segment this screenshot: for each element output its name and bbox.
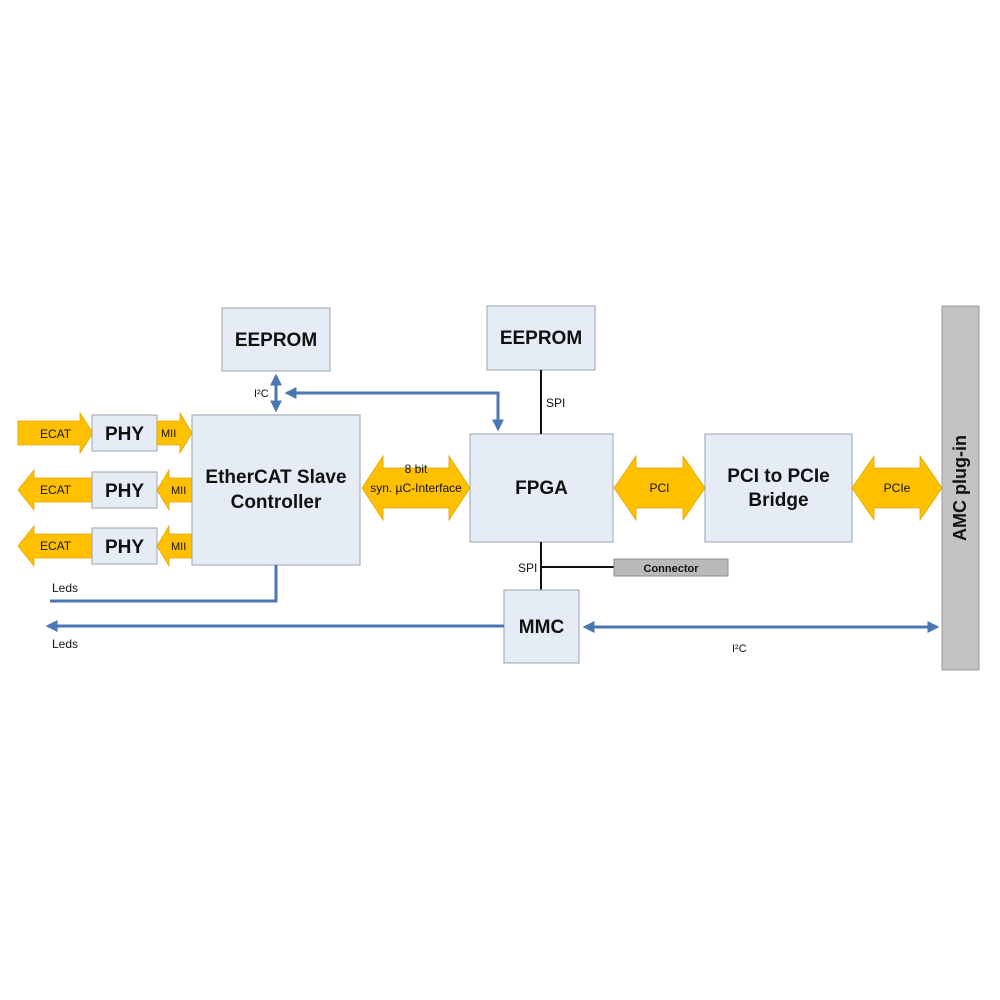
leds-line-1: [50, 565, 278, 603]
pci-to-pcie-bridge-block: PCI to PCIe Bridge: [704, 433, 853, 543]
bridge-label-line1: PCI to PCIe: [727, 466, 829, 487]
uc-interface-bus-arrow: 8 bit syn. µC-Interface: [361, 454, 471, 522]
eeprom-left-label: EEPROM: [235, 330, 317, 351]
eeprom-right-label: EEPROM: [500, 328, 582, 349]
fpga-block: FPGA: [469, 433, 614, 543]
fpga-label: FPGA: [515, 478, 568, 499]
mmc-block: MMC: [503, 589, 580, 664]
bus-label-line2: syn. µC-Interface: [370, 481, 462, 495]
mii-label-1: MII: [161, 428, 176, 440]
eeprom-right-block: EEPROM: [486, 305, 596, 371]
mii-arrow-3: MII: [156, 524, 193, 568]
connector-label: Connector: [644, 563, 700, 575]
pci-label: PCI: [649, 481, 669, 495]
pcie-label: PCIe: [884, 481, 911, 495]
pcie-arrow: PCIe: [851, 454, 943, 522]
bridge-label-line2: Bridge: [748, 490, 808, 511]
ecat-arrow-1: ECAT: [17, 411, 94, 455]
mii-label-3: MII: [171, 541, 186, 553]
phy-label-1: PHY: [105, 424, 144, 445]
phy-label-2: PHY: [105, 481, 144, 502]
mii-arrow-1: MII: [156, 411, 193, 455]
ethercat-label-line2: Controller: [231, 492, 322, 513]
phy-block-2: PHY: [91, 471, 158, 509]
amc-plug-in-bar: AMC plug-in: [941, 305, 980, 671]
connector-block: Connector: [613, 558, 729, 577]
mii-label-2: MII: [171, 485, 186, 497]
mmc-label: MMC: [519, 617, 565, 638]
ecat-label-3: ECAT: [40, 539, 72, 553]
leds-label-2: Leds: [52, 637, 78, 651]
i2c-amc-label: I²C: [732, 643, 747, 655]
pci-arrow: PCI: [613, 454, 706, 522]
phy-block-3: PHY: [91, 527, 158, 565]
mii-arrow-2: MII: [156, 468, 193, 512]
spi-bottom-label: SPI: [518, 561, 537, 575]
i2c-fpga-line: [284, 387, 504, 432]
ethercat-slave-controller-block: EtherCAT Slave Controller: [191, 414, 361, 566]
ethercat-label-line1: EtherCAT Slave: [205, 467, 346, 488]
eeprom-left-block: EEPROM: [221, 307, 331, 372]
i2c-eeprom-label: I²C: [254, 388, 269, 400]
ecat-label-2: ECAT: [40, 483, 72, 497]
phy-label-3: PHY: [105, 537, 144, 558]
amc-label: AMC plug-in: [950, 435, 970, 541]
ecat-arrow-3: ECAT: [17, 524, 93, 568]
spi-top-label: SPI: [546, 396, 565, 410]
leds-label-1: Leds: [52, 581, 78, 595]
ecat-label-1: ECAT: [40, 427, 72, 441]
phy-block-1: PHY: [91, 414, 158, 452]
ecat-arrow-2: ECAT: [17, 468, 93, 512]
bus-label-line1: 8 bit: [405, 462, 428, 476]
